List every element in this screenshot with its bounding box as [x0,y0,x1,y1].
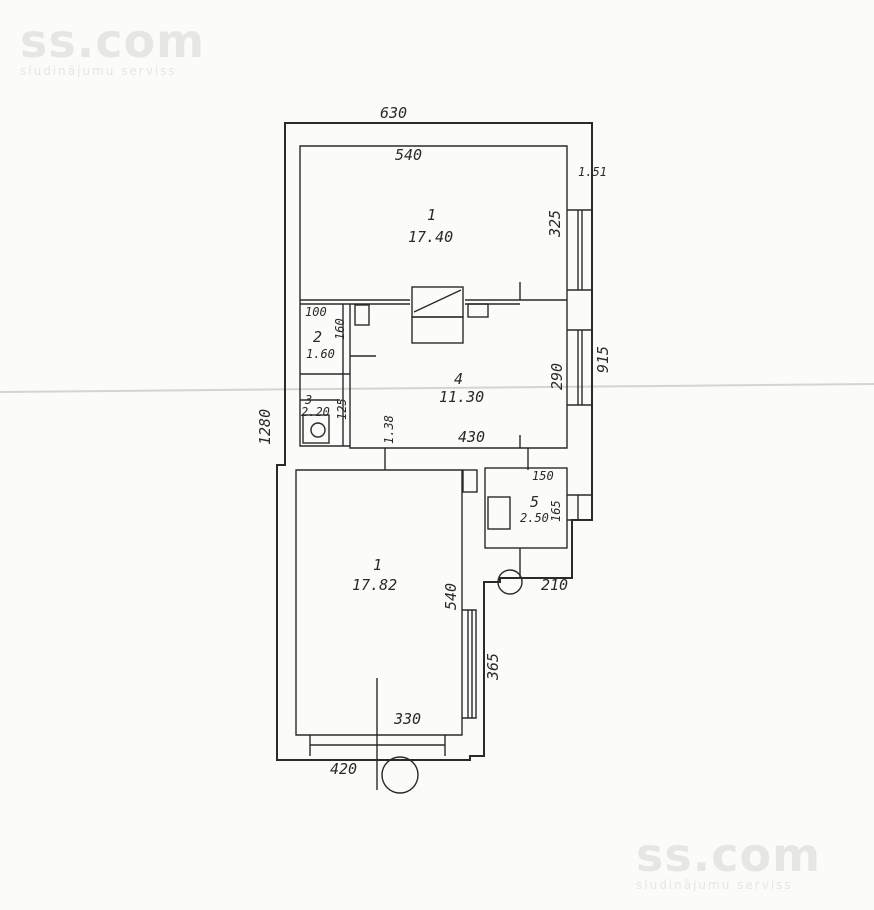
watermark-tagline-bottom: sludinājumu serviss [636,878,793,892]
dim-wc-top: 100 [305,305,327,319]
room-lower-area: 17.82 [352,576,397,594]
window-room4 [567,329,592,406]
window-room1 [567,209,592,291]
room-lower-number: 1 [373,556,382,574]
dimension-ticks [376,282,529,790]
dim-lower-room-depth: 540 [442,583,460,610]
paper-crease [0,383,874,393]
lower-room-inner [295,469,463,736]
room-1-number: 1 [427,206,436,224]
dim-bath-depth: 125 [335,398,349,420]
toilet-bowl [310,422,326,438]
dim-room4-width: 430 [458,428,485,446]
upper-inner-wall [299,145,568,449]
stove-lower [411,316,464,344]
toilet [302,414,330,444]
dim-lower-room-width: 330 [393,710,421,728]
dim-right-total: 915 [594,346,612,373]
dim-passage: 1.38 [382,415,396,444]
room-4-number: 4 [454,370,463,388]
watermark-logo-bottom: ss.com [636,828,822,882]
dim-entrance-width: 210 [541,576,568,594]
wc-bath-divider [300,373,350,401]
dim-room5-width: 150 [532,469,554,483]
watermark-logo: ss.com [20,14,206,68]
outer-wall [276,122,593,761]
room5-stove [487,496,511,530]
heater-box [467,303,489,318]
room-2-number: 2 [313,328,322,346]
door-symbol-entrance [497,569,523,595]
room-4-area: 11.30 [439,388,484,406]
window-lower-room [462,609,477,719]
dim-room1-width: 540 [395,146,422,164]
dim-room4-depth: 290 [548,363,566,390]
room-3-area: 2.20 [301,405,330,419]
corridor-box [462,469,478,493]
dim-wc-depth: 160 [333,318,347,340]
room-1-area: 17.40 [408,228,453,246]
dim-total-height: 1280 [256,409,274,445]
dim-bottom-width: 420 [330,760,357,778]
door-symbol-bottom [381,756,419,794]
watermark-tagline: sludinājumu serviss [20,64,177,78]
dim-room5-depth: 165 [549,500,563,522]
dim-total-width: 630 [380,104,407,122]
wc-door [354,304,370,326]
room-5-area: 2.50 [520,511,549,525]
room-3-number: 3 [304,393,312,407]
room-2-area: 1.60 [306,347,335,361]
wc-wall [342,304,351,446]
window-room5 [567,494,592,521]
dim-room1-depth: 325 [546,210,564,238]
watermark-top: ss.com sludinājumu serviss [20,18,205,78]
watermark-bottom: ss.com sludinājumu serviss [636,832,821,892]
stove-box [411,286,464,318]
room-5-number: 5 [530,493,539,511]
dim-lower-window: 365 [484,653,502,681]
room5-wall [484,467,568,549]
stove-diagonal [413,289,462,313]
dim-right-small: 1.51 [578,165,607,179]
